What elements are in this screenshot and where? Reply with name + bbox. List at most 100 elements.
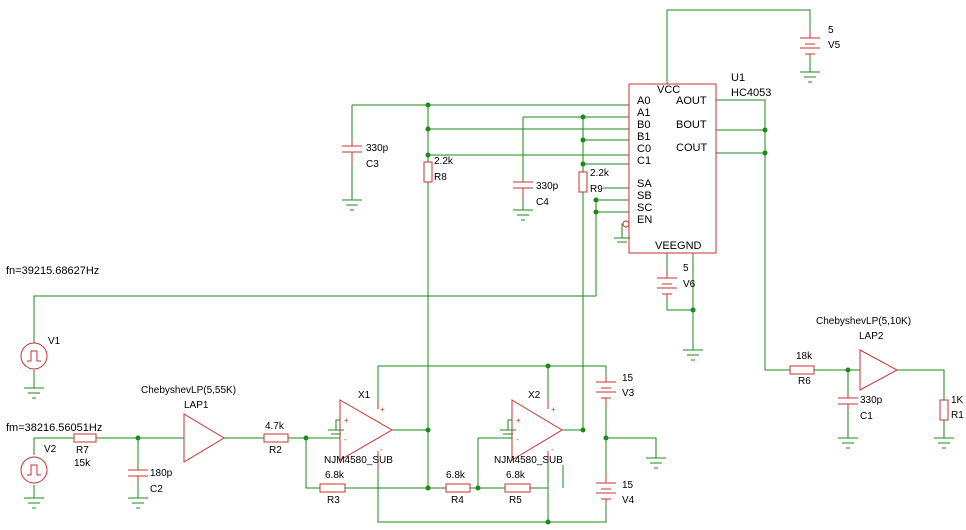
svg-text:180p: 180p <box>150 468 173 479</box>
ic-pin-sb: SB <box>637 190 652 202</box>
filter-lap2: ChebyshevLP(5,10K) LAP2 <box>816 316 911 391</box>
svg-text:5: 5 <box>828 25 834 36</box>
source-v3: 15 V3 <box>596 373 635 405</box>
ic-pin-sc: SC <box>637 202 652 214</box>
resistor-r5: 6.8k R5 <box>504 470 531 506</box>
capacitor-c1: 330p C1 <box>838 395 883 422</box>
svg-text:+: + <box>344 416 349 425</box>
ic-pin-veegnd: VEEGND <box>655 240 702 252</box>
enable-bubble <box>622 220 630 228</box>
svg-text:15k: 15k <box>74 458 91 469</box>
svg-text:-: - <box>380 445 383 454</box>
svg-text:LAP2: LAP2 <box>859 331 884 342</box>
v1-frequency: fn=39215.68627Hz <box>6 265 99 277</box>
ic-pin-sa: SA <box>637 178 652 190</box>
svg-text:R4: R4 <box>451 495 464 506</box>
ic-part: HC4053 <box>731 87 771 99</box>
svg-text:+: + <box>551 405 556 414</box>
resistor-r9: 2.2k R9 <box>578 168 610 195</box>
svg-text:330p: 330p <box>366 143 389 154</box>
ic-pin-en: EN <box>637 214 652 226</box>
svg-text:C3: C3 <box>366 159 379 170</box>
source-v5: 5 V5 <box>800 25 841 55</box>
svg-text:6.8k: 6.8k <box>325 470 345 481</box>
svg-text:4.7k: 4.7k <box>265 421 285 432</box>
svg-text:R7: R7 <box>76 445 89 456</box>
svg-text:18k: 18k <box>796 351 813 362</box>
resistor-r8: 2.2k R8 <box>423 156 454 183</box>
ic-u1: U1 HC4053 VCC VEEGND A0 A1 B0 B1 C0 C1 S… <box>622 72 771 254</box>
ic-pin-b0: B0 <box>637 119 650 131</box>
opamp-x2: + - + - X2 NJM4580_SUB <box>494 390 563 466</box>
svg-text:15: 15 <box>622 373 634 384</box>
wires <box>33 9 945 523</box>
ic-body <box>628 83 717 254</box>
svg-text:ChebyshevLP(5,10K): ChebyshevLP(5,10K) <box>816 316 911 327</box>
svg-text:V6: V6 <box>683 279 696 290</box>
svg-text:R1: R1 <box>951 410 964 421</box>
svg-text:X2: X2 <box>528 390 541 401</box>
svg-text:R8: R8 <box>434 172 447 183</box>
svg-text:V5: V5 <box>828 40 841 51</box>
ic-pin-a1: A1 <box>637 107 650 119</box>
svg-text:V2: V2 <box>44 444 57 455</box>
svg-text:C1: C1 <box>860 411 873 422</box>
svg-text:1K: 1K <box>951 395 964 406</box>
svg-text:15: 15 <box>622 480 634 491</box>
resistor-r4: 6.8k R4 <box>445 470 471 506</box>
resistor-r2: 4.7k R2 <box>263 421 289 456</box>
ic-pin-cout: COUT <box>676 142 707 154</box>
ic-pin-c0: C0 <box>637 143 651 155</box>
svg-text:ChebyshevLP(5,55K): ChebyshevLP(5,55K) <box>141 385 236 396</box>
svg-text:V3: V3 <box>622 388 635 399</box>
svg-text:V4: V4 <box>622 495 635 506</box>
svg-text:R5: R5 <box>509 495 522 506</box>
svg-text:NJM4580_SUB: NJM4580_SUB <box>324 455 393 466</box>
svg-text:330p: 330p <box>860 395 883 406</box>
svg-text:-: - <box>516 435 519 444</box>
svg-text:-: - <box>551 445 554 454</box>
svg-text:NJM4580_SUB: NJM4580_SUB <box>494 455 563 466</box>
svg-text:R9: R9 <box>590 184 603 195</box>
ic-pin-vcc: VCC <box>657 84 680 96</box>
svg-text:6.8k: 6.8k <box>506 470 526 481</box>
source-v6: 5 V6 <box>657 263 696 300</box>
svg-text:C4: C4 <box>536 197 549 208</box>
capacitor-c3: 330p C3 <box>342 140 389 170</box>
ic-pin-a0: A0 <box>637 95 650 107</box>
filter-lap1: ChebyshevLP(5,55K) LAP1 <box>141 385 236 463</box>
svg-text:-: - <box>344 435 347 444</box>
resistor-r6: 18k R6 <box>789 351 815 387</box>
ic-pin-aout: AOUT <box>676 95 707 107</box>
v2-frequency: fm=38216.56051Hz <box>6 422 102 434</box>
resistor-r3: 6.8k R3 <box>319 470 346 506</box>
source-v4: 15 V4 <box>596 475 635 506</box>
ic-pin-c1: C1 <box>637 155 651 167</box>
svg-text:5: 5 <box>683 263 689 274</box>
svg-text:R3: R3 <box>327 495 340 506</box>
svg-text:V1: V1 <box>48 336 61 347</box>
ic-pin-b1: B1 <box>637 131 650 143</box>
junction-dots <box>135 102 851 525</box>
svg-text:R2: R2 <box>269 445 282 456</box>
svg-text:6.8k: 6.8k <box>446 470 466 481</box>
svg-text:330p: 330p <box>536 181 559 192</box>
source-v2: V2 fm=38216.56051Hz <box>6 422 102 484</box>
svg-text:R6: R6 <box>798 376 811 387</box>
resistor-r1: 1K R1 <box>939 395 964 421</box>
svg-text:2.2k: 2.2k <box>590 168 610 179</box>
svg-text:+: + <box>380 405 385 414</box>
svg-text:LAP1: LAP1 <box>184 400 209 411</box>
ic-ref: U1 <box>731 72 745 84</box>
svg-text:+: + <box>516 416 521 425</box>
svg-text:X1: X1 <box>358 390 371 401</box>
ic-pin-bout: BOUT <box>676 119 707 131</box>
svg-text:C2: C2 <box>150 484 163 495</box>
resistor-r7: R7 15k <box>73 433 97 469</box>
capacitor-c4: 330p C4 <box>513 181 559 208</box>
source-v1: V1 fn=39215.68627Hz <box>6 265 99 370</box>
svg-text:2.2k: 2.2k <box>434 156 454 167</box>
ground-symbols <box>24 71 954 509</box>
